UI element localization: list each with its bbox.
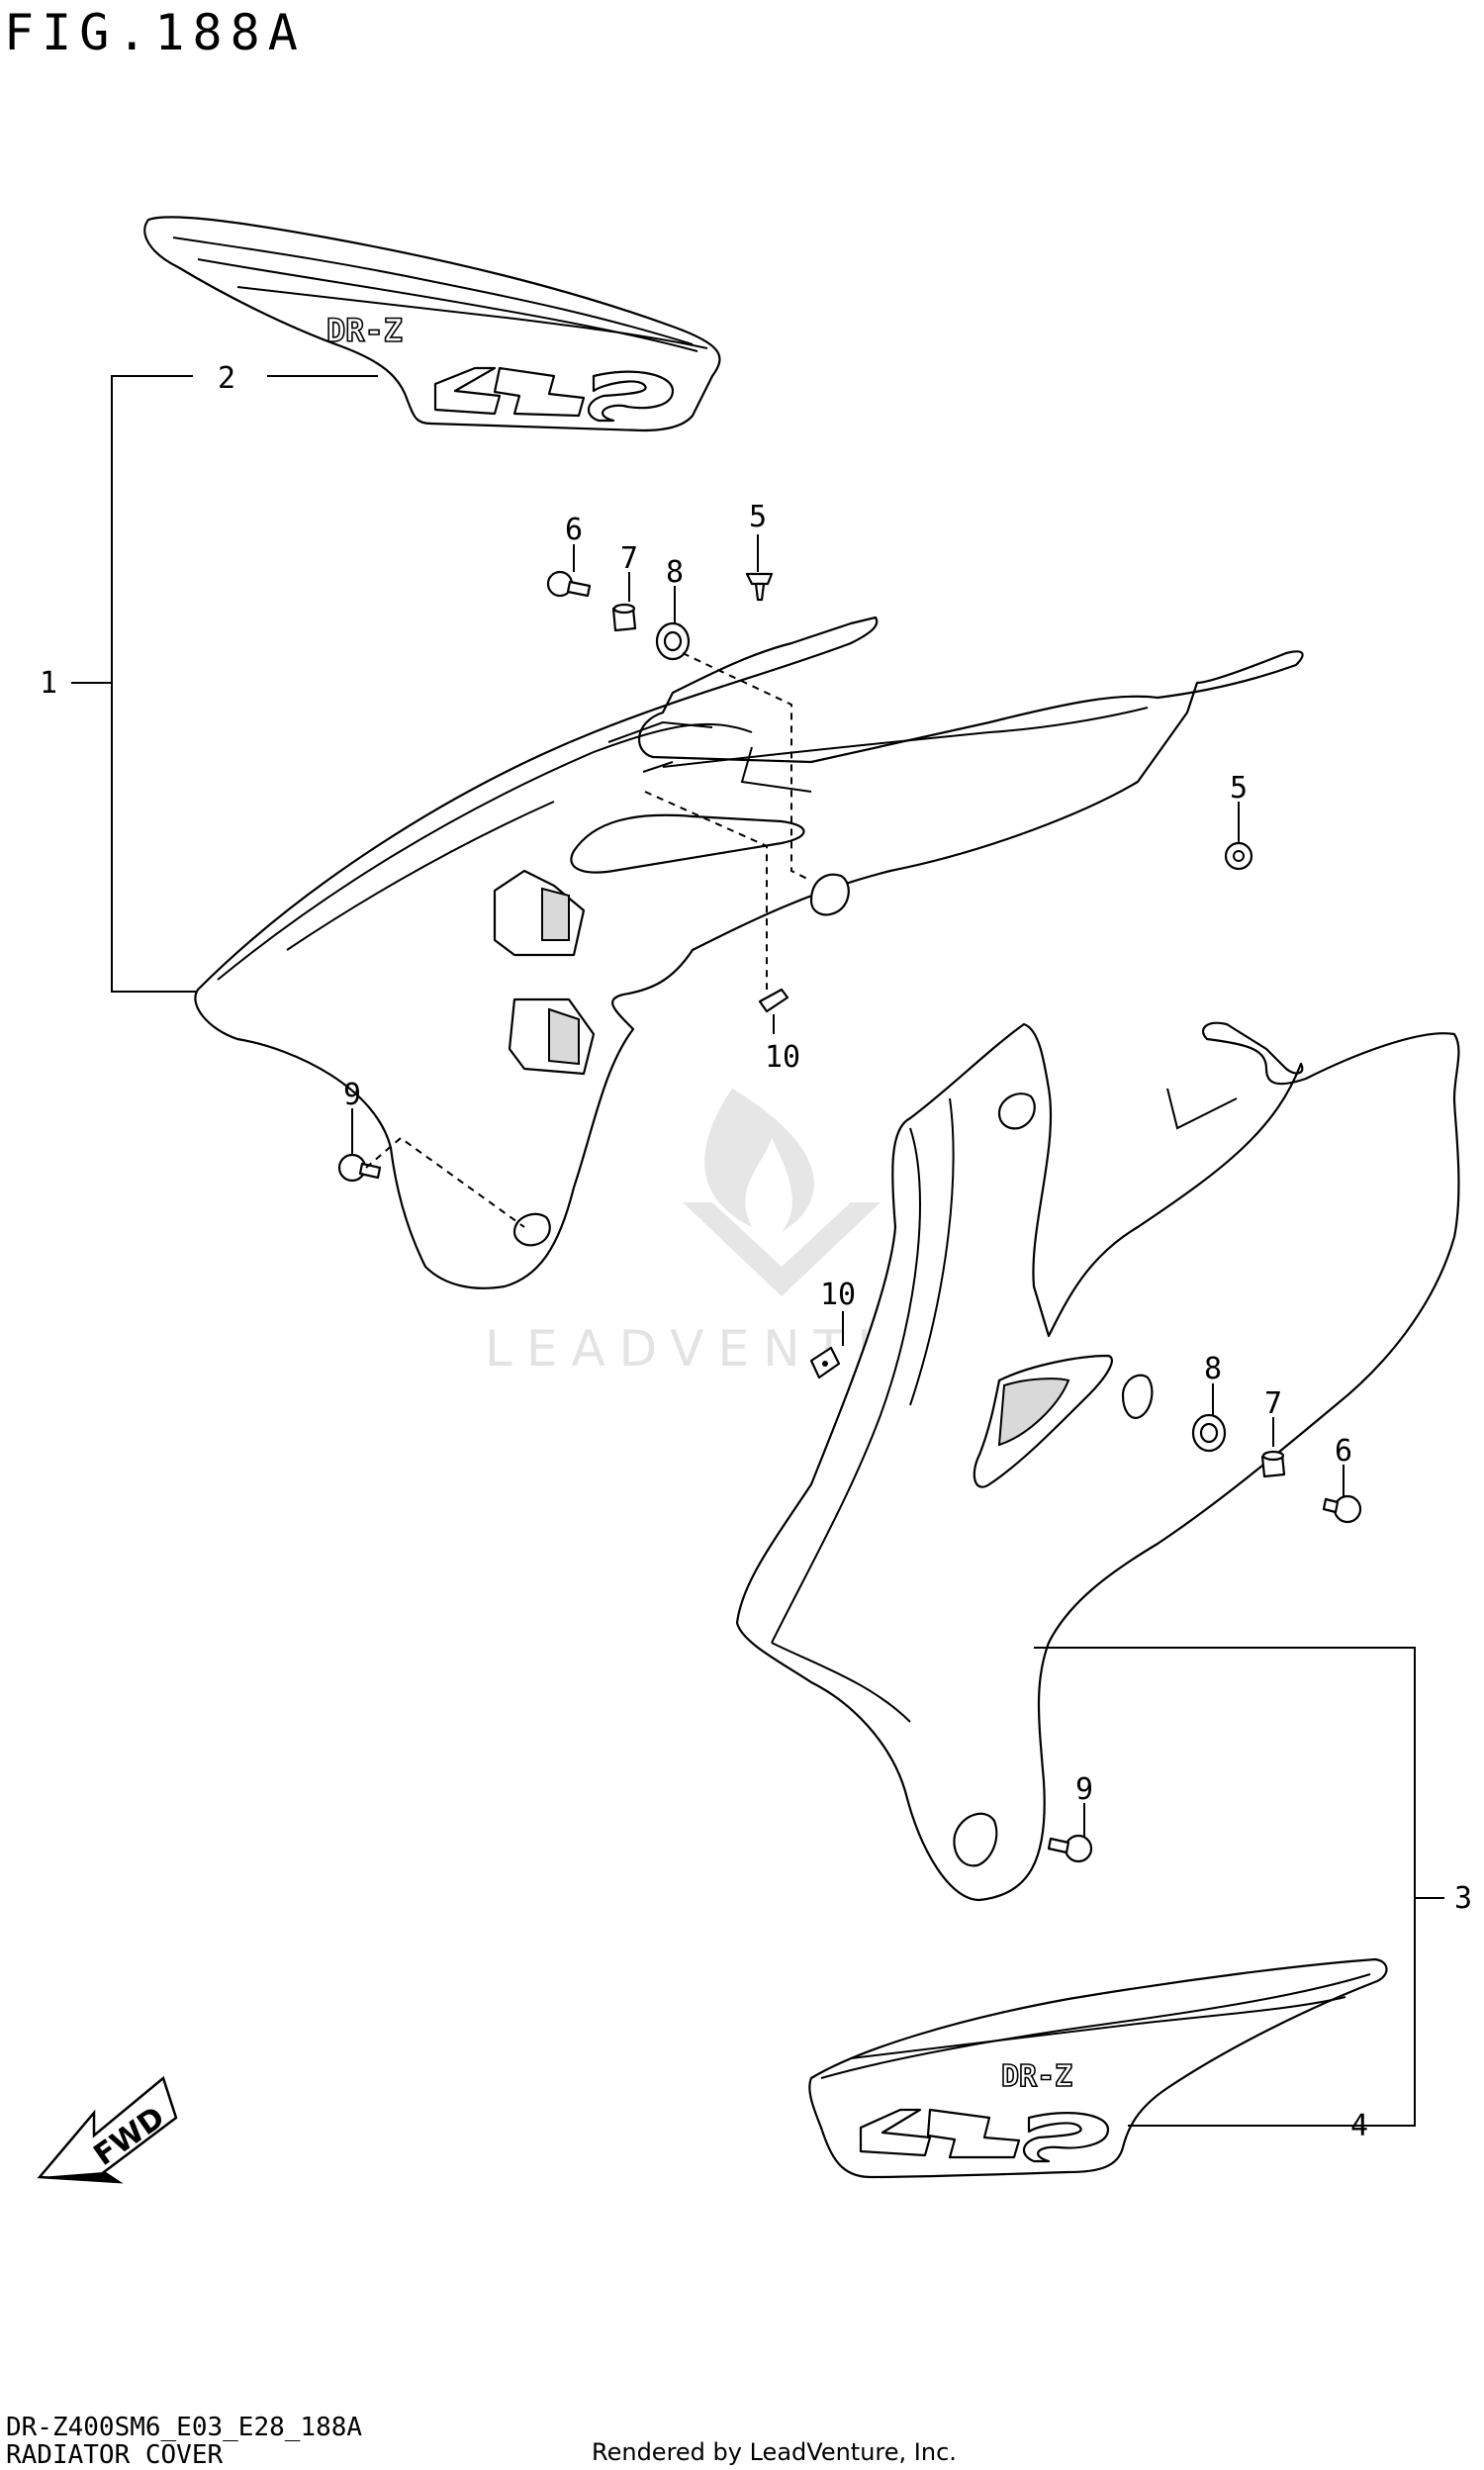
section-name: RADIATOR COVER: [6, 2440, 224, 2470]
callout-1: 1: [40, 666, 57, 701]
leader-dash-10a: [644, 791, 768, 990]
callout-3: 3: [1454, 1881, 1472, 1916]
screw-6-right-icon: [1322, 1494, 1362, 1524]
leader-bracket-1: [111, 375, 196, 993]
callout-6-right: 6: [1335, 1434, 1352, 1469]
collar-7-right-icon: [1260, 1450, 1286, 1478]
fwd-arrow-icon: FWD: [37, 2075, 178, 2184]
callout-2: 2: [218, 361, 235, 396]
grommet-8-left-icon: [655, 621, 691, 661]
clip-10-right-icon: [809, 1346, 841, 1379]
screw-9-left-icon: [337, 1153, 382, 1183]
model-code: DR-Z400SM6_E03_E28_188A: [6, 2413, 363, 2442]
callout-5-right: 5: [1230, 771, 1248, 806]
callout-8-right: 8: [1204, 1352, 1222, 1386]
callout-7-upper: 7: [620, 541, 638, 576]
callout-8-upper: 8: [666, 555, 684, 590]
figure-title: FIG.188A: [4, 4, 306, 61]
collar-7-left-icon: [611, 603, 637, 632]
screw-6-left-icon: [546, 570, 592, 598]
callout-9-left: 9: [343, 1078, 361, 1112]
screw-9-right-icon: [1047, 1834, 1093, 1863]
right-radiator-cover-part: [735, 1021, 1460, 1902]
lower-decal-part: DR-Z: [808, 1957, 1388, 2179]
screw-5-left-icon: [745, 572, 774, 602]
credit-text: Rendered by LeadVenture, Inc.: [592, 2438, 957, 2466]
upper-decal-part: DR-Z: [143, 216, 721, 432]
leader-dash-8a: [682, 652, 812, 882]
callout-9-right: 9: [1075, 1772, 1093, 1807]
left-radiator-cover-part: [194, 616, 1304, 1289]
callout-7-right: 7: [1264, 1386, 1282, 1421]
grommet-8-right-icon: [1191, 1413, 1227, 1453]
clip-10-left-icon: [758, 988, 789, 1013]
watermark-logo: LEADVENTURE: [485, 1089, 987, 1378]
nut-5-right-icon: [1224, 841, 1253, 871]
callout-5-upper: 5: [749, 500, 767, 534]
lower-decal-text: DR-Z: [1001, 2059, 1072, 2094]
callout-10-right: 10: [820, 1278, 856, 1312]
callout-10-left: 10: [765, 1040, 800, 1075]
leader-dash-9a: [365, 1136, 525, 1228]
callout-6-upper: 6: [565, 513, 583, 547]
callout-4: 4: [1350, 2109, 1368, 2143]
upper-decal-text: DR-Z: [326, 312, 403, 349]
